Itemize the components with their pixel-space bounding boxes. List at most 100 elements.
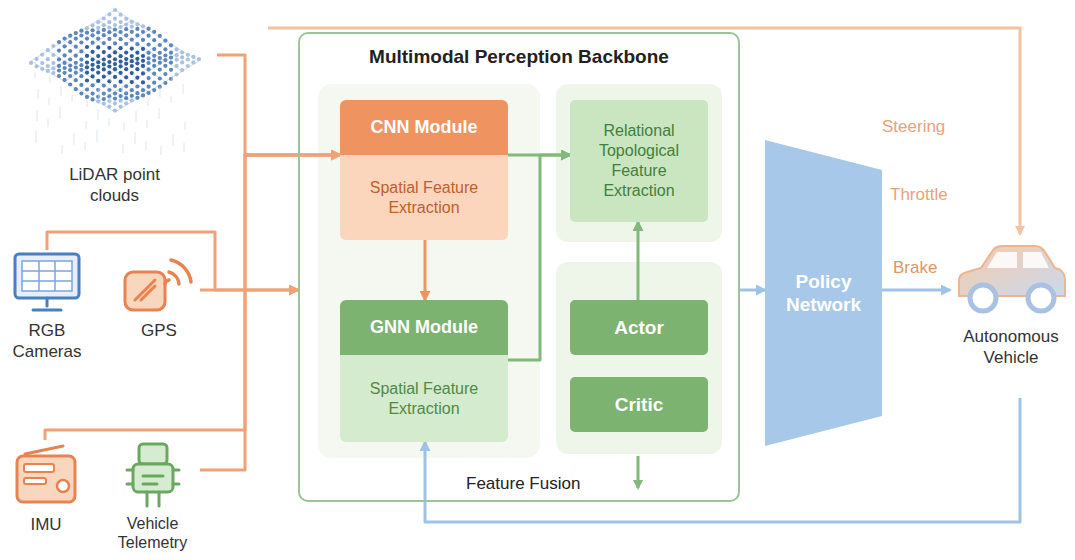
point-dot — [96, 79, 100, 83]
point-dot — [124, 75, 128, 79]
point-dot — [40, 67, 44, 71]
point-dot — [152, 38, 156, 42]
point-dot — [135, 42, 139, 46]
point-dot — [107, 71, 111, 75]
point-dot — [129, 94, 133, 98]
point-dot — [112, 33, 116, 37]
point-trace — [34, 72, 35, 78]
point-dot — [140, 93, 144, 97]
point-dot — [140, 30, 144, 34]
point-trace — [133, 73, 134, 79]
point-dot — [140, 88, 144, 92]
point-dot — [79, 68, 83, 72]
point-dot — [196, 57, 200, 61]
point-dot — [118, 105, 122, 109]
point-dot — [124, 84, 128, 88]
connector-arrow — [200, 155, 340, 470]
point-dot — [118, 99, 122, 103]
point-dot — [84, 54, 88, 58]
fusion-arrow — [637, 456, 640, 488]
point-dot — [163, 58, 167, 62]
point-dot — [84, 65, 88, 69]
drawn-rect — [24, 464, 54, 472]
point-dot — [90, 92, 94, 96]
point-dot — [96, 45, 100, 49]
point-dot — [68, 68, 72, 72]
point-dot — [96, 60, 100, 64]
point-trace — [37, 89, 38, 99]
camera-icon — [11, 250, 83, 316]
point-dot — [107, 30, 111, 34]
drawn-path — [987, 252, 1049, 268]
drawn-rect — [15, 254, 79, 298]
point-dot — [73, 31, 77, 35]
point-dot — [163, 39, 167, 43]
point-dot — [45, 48, 49, 52]
input-node: Vehicle Telemetry — [105, 440, 200, 558]
point-dot — [146, 67, 150, 71]
node-label: Vehicle Telemetry — [105, 514, 200, 552]
point-dot — [62, 66, 66, 70]
point-dot — [129, 37, 133, 41]
point-trace — [110, 76, 111, 82]
point-trace — [48, 98, 49, 105]
point-dot — [101, 84, 105, 88]
point-dot — [135, 61, 139, 65]
point-trace — [182, 84, 183, 94]
point-dot — [112, 75, 116, 79]
point-trace — [86, 100, 87, 107]
point-dot — [90, 97, 94, 101]
group-panel — [318, 84, 540, 458]
input-node: LiDAR point clouds — [12, 2, 217, 214]
input-node: RGB Cameras — [8, 250, 86, 382]
point-trace — [170, 96, 171, 103]
point-dot — [107, 25, 111, 29]
point-dot — [101, 16, 105, 20]
point-dot — [107, 60, 111, 64]
trapezoid-shape — [765, 140, 882, 446]
point-dot — [96, 88, 100, 92]
point-trace — [73, 133, 74, 145]
point-dot — [146, 76, 150, 80]
point-dot — [140, 80, 144, 84]
point-dot — [168, 56, 172, 60]
point-trace — [61, 145, 62, 154]
point-dot — [157, 61, 161, 65]
point-dot — [107, 54, 111, 58]
point-dot — [96, 20, 100, 24]
point-dot — [124, 91, 128, 95]
point-dot — [107, 94, 111, 98]
point-dot — [101, 97, 105, 101]
point-dot — [84, 95, 88, 99]
point-dot — [146, 61, 150, 65]
point-dot — [152, 88, 156, 92]
module-header: CNN Module — [340, 100, 508, 155]
point-dot — [45, 64, 49, 68]
point-trace — [147, 99, 148, 106]
point-dot — [28, 61, 32, 65]
point-dot — [79, 29, 83, 33]
module-box: GNN ModuleSpatial Feature Extraction — [340, 300, 508, 442]
point-dot — [84, 26, 88, 30]
point-dot — [68, 40, 72, 44]
point-dot — [51, 61, 55, 65]
point-dot — [84, 71, 88, 75]
point-dot — [96, 30, 100, 34]
point-dot — [62, 53, 66, 57]
point-trace — [85, 121, 86, 129]
point-dot — [168, 77, 172, 81]
point-dot — [112, 41, 116, 45]
node-label: Autonomous Vehicle — [950, 326, 1072, 368]
process-box: Critic — [570, 377, 708, 432]
input-node: IMU — [8, 440, 84, 552]
edge-label: Brake — [893, 258, 937, 278]
point-dot — [101, 33, 105, 37]
connector-arrow — [508, 155, 570, 360]
drawn-path — [143, 476, 163, 484]
point-dot — [185, 57, 189, 61]
point-dot — [163, 81, 167, 85]
point-dot — [79, 49, 83, 53]
point-dot — [56, 74, 60, 78]
point-trace — [36, 110, 37, 121]
point-dot — [90, 58, 94, 62]
